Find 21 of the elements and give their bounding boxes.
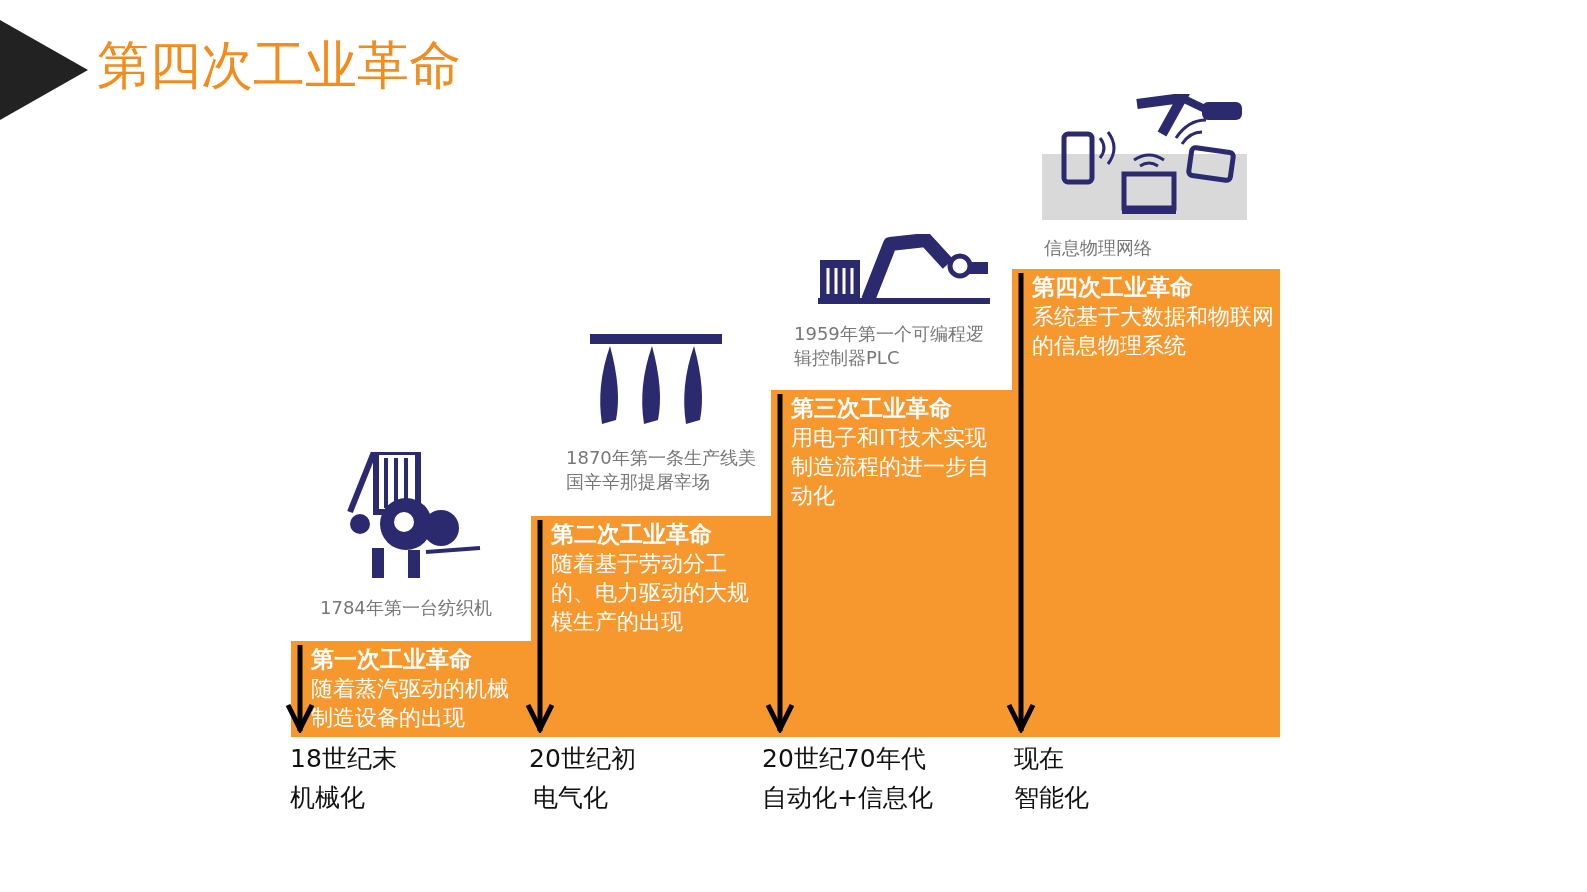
era-label: 智能化 xyxy=(1014,782,1089,814)
step-heading: 第一次工业革命 xyxy=(311,645,473,674)
image-caption: 1870年第一条生产线美国辛辛那提屠宰场 xyxy=(566,446,757,494)
step-description: 系统基于大数据和物联网的信息物理系统 xyxy=(1032,303,1274,360)
step-description: 随着蒸汽驱动的机械制造设备的出现 xyxy=(311,675,510,732)
image-caption: 1784年第一台纺织机 xyxy=(320,596,493,620)
era-label: 20世纪初 xyxy=(529,743,636,775)
era-label: 自动化+信息化 xyxy=(762,782,933,814)
image-caption: 信息物理网络 xyxy=(1044,236,1153,260)
era-label: 现在 xyxy=(1014,743,1064,775)
step-heading: 第三次工业革命 xyxy=(791,394,953,423)
era-label: 电气化 xyxy=(533,782,608,814)
step-heading: 第四次工业革命 xyxy=(1032,273,1194,302)
step-heading: 第二次工业革命 xyxy=(551,520,713,549)
image-caption: 1959年第一个可编程逻辑控制器PLC xyxy=(794,322,985,370)
step-description: 用电子和IT技术实现制造流程的进一步自动化 xyxy=(791,424,990,510)
step-description: 随着基于劳动分工的、电力驱动的大规模生产的出现 xyxy=(551,550,750,636)
era-label: 20世纪70年代 xyxy=(762,743,926,775)
era-label: 机械化 xyxy=(290,782,365,814)
title: 第四次工业革命 xyxy=(97,34,461,97)
era-label: 18世纪末 xyxy=(290,743,397,775)
